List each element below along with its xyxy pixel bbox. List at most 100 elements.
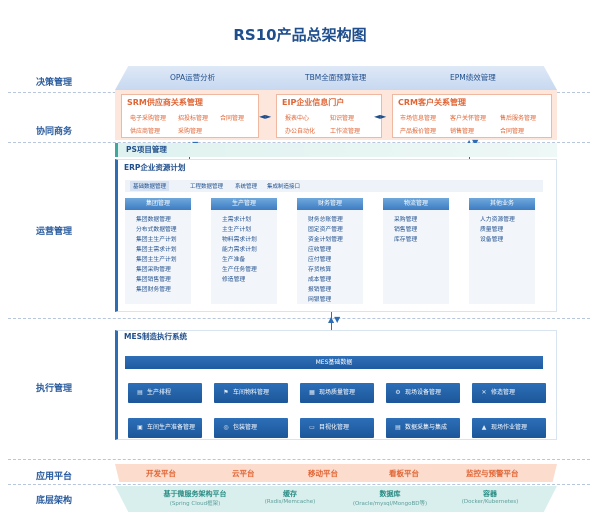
srm-item: 供应商管理	[130, 128, 161, 135]
mes-module-label: 修造管理	[491, 389, 516, 396]
erp-column	[211, 198, 277, 304]
app-item: 开发平台	[146, 469, 176, 478]
mes-module-label: 现场作业管理	[491, 424, 528, 431]
mes-module-button[interactable]: ⚙现场设备管理	[386, 383, 460, 403]
erp-item: 设备管理	[480, 237, 504, 243]
erp-item: 成本管理	[308, 277, 332, 283]
erp-tab-system[interactable]: 系统管理	[235, 184, 258, 190]
decision-item: TBM全面预算管理	[305, 73, 367, 82]
base-architecture-band	[115, 486, 557, 512]
mes-module-button[interactable]: ▣车间生产准备管理	[128, 418, 202, 438]
erp-item: 应付管理	[308, 257, 332, 263]
erp-column	[469, 198, 535, 304]
calendar-icon: ▤	[137, 389, 143, 396]
layer-label-collab: 协同商务	[35, 127, 72, 137]
mes-module-button[interactable]: ▤数据采集与集成	[386, 418, 460, 438]
base-item: 数据库(Oracle/mysql/MongoBD等)	[352, 490, 428, 507]
erp-item: 采购管理	[394, 217, 418, 223]
erp-tab-interface[interactable]: 集成制造接口	[267, 184, 301, 190]
mes-module-button[interactable]: ▲ 现场作业管理	[472, 418, 546, 438]
base-item: 缓存(Rsdis/Memcache)	[264, 490, 316, 505]
erp-item: 集团财务管理	[136, 287, 171, 293]
crm-title: CRM客户关系管理	[398, 98, 466, 107]
arrow-line	[331, 312, 332, 332]
ps-bar: PS项目管理	[115, 143, 557, 157]
crm-item: 产品报价管理	[400, 128, 437, 135]
mes-module-button[interactable]: ▦现场质量管理	[300, 383, 374, 403]
layer-label-ops: 运营管理	[35, 227, 72, 237]
erp-item: 修造管理	[222, 277, 246, 283]
erp-item: 报销管理	[308, 287, 332, 293]
layer-label-decision: 决策管理	[35, 78, 72, 88]
layer-label-base: 底层架构	[35, 496, 72, 506]
layer-label-app: 应用平台	[35, 472, 72, 482]
mes-title: MES制造执行系统	[124, 332, 187, 341]
crm-item: 售后服务管理	[500, 115, 537, 122]
srm-item: 招投标管理	[178, 115, 209, 122]
erp-item: 网银管理	[308, 297, 332, 303]
erp-item: 销售管理	[394, 227, 418, 233]
vertical-arrow-icon: ▲▼	[466, 139, 478, 147]
erp-tab-base-data[interactable]: 基础数据管理	[130, 181, 170, 191]
mes-module-button[interactable]: ▤ 生产排程	[128, 383, 202, 403]
erp-item: 主生产计划	[222, 227, 251, 233]
crm-item: 市场信息管理	[400, 115, 437, 122]
erp-column	[125, 198, 191, 304]
eip-item: 办公自动化	[285, 128, 316, 135]
divider	[8, 459, 590, 460]
wrench-icon: ✕	[481, 389, 487, 396]
erp-column-header: 生产管理	[211, 198, 277, 210]
erp-item: 集团采购管理	[136, 267, 171, 273]
erp-item: 集团主生产计划	[136, 237, 177, 243]
srm-item: 采购管理	[178, 128, 203, 135]
srm-item: 合同管理	[220, 115, 245, 122]
divider	[8, 318, 590, 319]
erp-item: 集团销售管理	[136, 277, 171, 283]
erp-column-header: 财务管理	[297, 198, 363, 210]
app-platform-band	[115, 464, 557, 482]
srm-box	[121, 94, 259, 138]
bidirectional-arrow-icon: ◄►	[259, 112, 272, 121]
bidirectional-arrow-icon: ◄►	[374, 112, 387, 121]
crm-item: 销售管理	[450, 128, 475, 135]
app-item: 监控与预警平台	[466, 469, 519, 478]
erp-column	[383, 198, 449, 304]
erp-column-header: 物流管理	[383, 198, 449, 210]
erp-item: 生产任务管理	[222, 267, 257, 273]
erp-item: 人力资源管理	[480, 217, 515, 223]
vertical-arrow-icon: ▲▼	[328, 315, 341, 324]
app-item: 云平台	[232, 469, 255, 478]
eip-item: 工作流管理	[330, 128, 361, 135]
layer-label-exec: 执行管理	[35, 384, 72, 394]
erp-item: 财务总账管理	[308, 217, 343, 223]
erp-item: 集团主生产计划	[136, 257, 177, 263]
erp-item: 集团主需求计划	[136, 247, 177, 253]
eip-title: EIP企业信息门户	[282, 98, 345, 107]
page-title: RS10产品总架构图	[233, 26, 367, 44]
clipboard-icon: ▣	[137, 424, 143, 431]
srm-title: SRM供应商关系管理	[127, 98, 203, 107]
mes-module-button[interactable]: ✕ 修造管理	[472, 383, 546, 403]
erp-title: ERP企业资源计划	[124, 163, 186, 172]
erp-tab-engineering[interactable]: 工程数据管理	[190, 184, 224, 190]
quality-icon: ▦	[309, 389, 315, 396]
mes-module-label: 现场设备管理	[405, 389, 442, 396]
erp-item: 集团数据管理	[136, 217, 171, 223]
mes-module-label: 目视化管理	[319, 424, 350, 431]
ps-title: PS项目管理	[126, 145, 167, 154]
mes-module-button[interactable]: ▭ 目视化管理	[300, 418, 374, 438]
monitor-icon: ▭	[309, 424, 315, 431]
app-item: 看板平台	[389, 469, 419, 478]
mes-module-button[interactable]: ⚑车间物料管理	[214, 383, 288, 403]
erp-item: 资金计划管理	[308, 237, 343, 243]
erp-column-header: 集团管理	[125, 198, 191, 210]
erp-item: 库存管理	[394, 237, 418, 243]
package-icon: ◎	[223, 424, 229, 431]
mes-module-label: 生产排程	[147, 389, 172, 396]
mes-module-label: 车间物料管理	[233, 389, 270, 396]
app-item: 移动平台	[308, 469, 338, 478]
mes-module-button[interactable]: ◎包装管理	[214, 418, 288, 438]
erp-column	[297, 198, 363, 304]
base-item: 基于微服务架构平台(Spring Cloud框架)	[163, 490, 227, 507]
worker-icon: ▲	[481, 424, 487, 431]
